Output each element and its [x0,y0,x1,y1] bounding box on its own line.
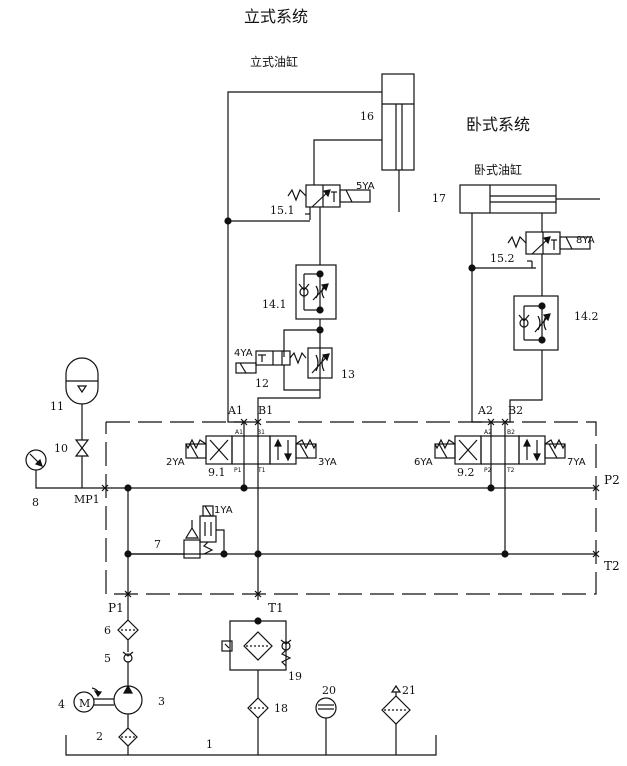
horizontal-cylinder-title: 卧式油缸 [474,162,522,177]
label-3: 3 [158,695,165,708]
thermometer-20 [315,697,337,755]
sub-port-b1: B1 [257,429,265,436]
cooler-filter-19 [221,631,292,667]
port-P2: P2 [604,473,620,487]
label-1: 1 [206,738,213,751]
label-8: 8 [32,496,39,509]
solenoid-2YA: 2YA [166,457,185,468]
solenoid-7YA: 7YA [567,457,586,468]
label-12: 12 [255,377,269,390]
port-T2: T2 [604,559,620,573]
spring-12 [289,351,307,365]
port-A1: A1 [227,404,243,417]
reservoir-1 [65,735,437,756]
vertical-system-title: 立式系统 [244,7,308,26]
motor-4 [73,687,114,713]
air-breather-21 [381,684,411,755]
pressure-gauge-8 [25,449,47,471]
pump-3 [113,684,143,715]
sub-port-t1: T1 [257,467,266,474]
port-MP1: MP1 [74,493,100,506]
pipe-14-2-to-B2 [509,350,543,410]
port-B1: B1 [258,404,273,417]
spring-15-2 [507,235,527,249]
label-18: 18 [274,702,288,715]
solenoid-4YA: 4YA [234,348,253,359]
cross-mp1 [101,484,109,492]
label-15-2: 15.2 [490,252,515,265]
horizontal-system-title: 卧式系统 [466,115,530,134]
directional-valve-9-1: A1 B1 P1 T1 [185,429,317,474]
valve-15-1 [287,184,371,208]
pipe-13-to-B1 [257,378,321,410]
label-5: 5 [104,652,111,665]
label-7: 7 [154,538,161,551]
label-6: 6 [104,624,111,637]
label-9-1: 9.1 [208,466,226,479]
sub-port-a2: A2 [484,429,492,436]
throttle-valve-13 [307,347,333,379]
solenoid-1YA: 1YA [214,505,233,516]
sub-port-b2: B2 [507,429,515,436]
label-14-2: 14.2 [574,310,599,323]
solenoid-6YA: 6YA [414,457,433,468]
suction-filter-2 [118,727,138,747]
vertical-cylinder-title: 立式油缸 [250,54,298,69]
pipe-cylinder-bottom [313,139,382,185]
label-13: 13 [341,368,355,381]
label-21: 21 [402,684,416,697]
directional-valve-9-2: A2 B2 P2 T2 [434,429,566,474]
cross-p1 [124,590,132,598]
label-20: 20 [322,684,336,697]
filter-6 [117,619,139,641]
horizontal-cylinder-17 [459,184,600,214]
label-4: 4 [58,698,65,711]
valve-12 [235,350,307,374]
cross-t2 [592,550,600,558]
label-11: 11 [50,400,64,413]
manifold-block-boundary [105,421,597,595]
valve-15-2 [507,231,591,255]
sub-port-p1: P1 [234,467,242,474]
cross-t1 [254,590,262,598]
spring-15-1 [287,188,307,202]
junction [224,217,232,225]
label-14-1: 14.1 [262,298,287,311]
throttle-check-valve-14-2 [513,295,559,351]
motor-label: M [79,697,90,710]
sub-port-p2: P2 [484,467,492,474]
label-9-2: 9.2 [457,466,475,479]
port-P1: P1 [108,601,124,615]
label-15-1: 15.1 [270,204,295,217]
solenoid-8YA: 8YA [576,235,595,246]
vertical-cylinder-16 [381,73,415,212]
label-10: 10 [54,442,68,455]
label-16: 16 [360,110,374,123]
pipe-to-valve-12 [283,329,320,357]
pipe-cylinder-top [227,91,382,410]
accumulator-11 [65,357,99,405]
relief-valve-7 [183,505,225,559]
pipe-valve-12-out [283,365,320,391]
port-T1: T1 [268,601,284,615]
solenoid-5YA: 5YA [356,181,375,192]
sub-port-t2: T2 [506,467,515,474]
throttle-check-valve-14-1 [295,264,337,320]
port-A2: A2 [477,404,493,417]
label-19: 19 [288,670,302,683]
sub-port-a1: A1 [235,429,243,436]
shutoff-valve-10 [74,439,90,457]
label-17: 17 [432,192,446,205]
label-2: 2 [96,730,103,743]
cross-p2 [592,484,600,492]
return-filter-18 [247,697,269,719]
solenoid-3YA: 3YA [318,457,337,468]
check-valve-5 [122,651,134,663]
port-B2: B2 [508,404,523,417]
